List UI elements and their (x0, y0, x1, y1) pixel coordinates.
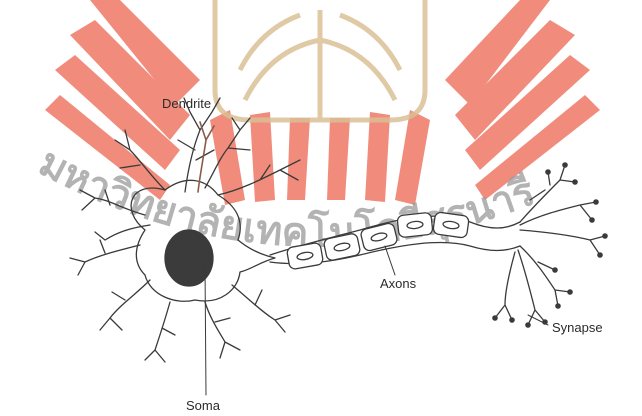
soma-pointer-line (205, 265, 206, 395)
nucleus (165, 230, 213, 286)
soma-label: Soma (186, 398, 220, 413)
seal-emblem (215, 0, 425, 120)
dendrite-label: Dendrite (162, 96, 211, 111)
axons-label: Axons (380, 276, 416, 291)
synapse-label: Synapse (552, 320, 603, 335)
